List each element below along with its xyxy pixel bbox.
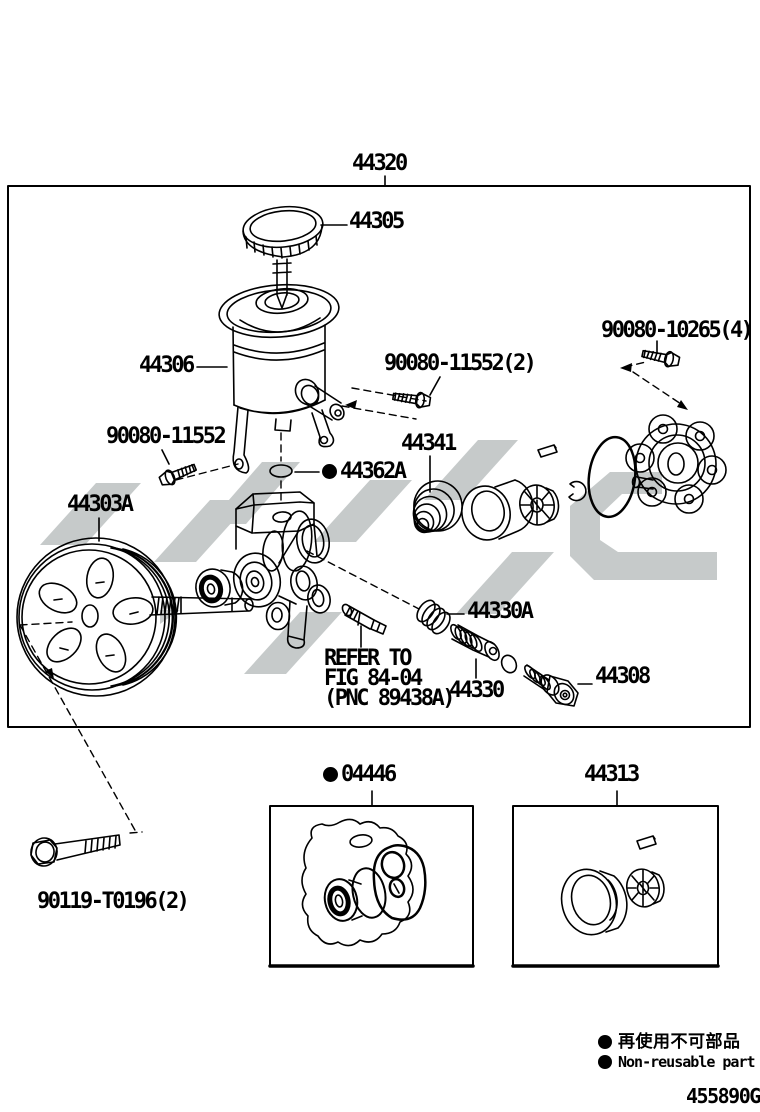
callout-front-seal-kit[interactable]: 04446 [323, 764, 397, 786]
note-refer-line2: FIG 84-04 [324, 666, 423, 691]
callout-pulley[interactable]: 44303A [67, 492, 134, 517]
bolt-90080-11552-drawing [157, 459, 199, 489]
callout-assembly[interactable]: 44320 [352, 151, 408, 176]
assembly-dashed-lines [19, 361, 688, 834]
pump-body-drawing [232, 491, 331, 649]
shaft-seal-44341-drawing [412, 480, 463, 534]
legend-non-reusable-en: Non-reusable part [598, 1053, 756, 1071]
note-refer-line1: REFER TO [324, 646, 412, 671]
valve-o-ring-drawing [500, 654, 518, 674]
pump-rotor-drawing [519, 484, 560, 526]
seal-kit-contents-drawing [301, 818, 427, 947]
note-refer-line3: (PNC 89438A) [324, 686, 455, 711]
rear-cover-drawing [625, 414, 727, 514]
callout-reservoir-bolt[interactable]: 90080-11552 [106, 424, 227, 449]
bolt-90080-10265-drawing [640, 345, 682, 370]
callout-cover-bolts[interactable]: 90080-10265(4) [601, 318, 754, 343]
non-reusable-dot [323, 767, 338, 782]
cover-o-ring-drawing [587, 435, 637, 519]
pressure-switch-drawing [341, 603, 387, 635]
callout-vane-pump-kit[interactable]: 44313 [584, 762, 640, 787]
gasket-44362A-drawing [269, 464, 293, 478]
vane-plate-drawing [537, 444, 558, 458]
non-reusable-dot [322, 464, 337, 479]
callout-reservoir[interactable]: 44306 [139, 353, 195, 378]
callout-mounting-bolt[interactable]: 90119-T0196(2) [37, 889, 190, 914]
pulley-drawing [16, 537, 178, 697]
cam-ring-drawing [461, 479, 534, 541]
callout-reservoir-bolt-pair[interactable]: 90080-11552(2) [384, 351, 537, 376]
callout-valve-spring[interactable]: 44330A [467, 599, 534, 624]
figure-code: 455890G [686, 1084, 760, 1108]
reservoir-cap-drawing [242, 205, 324, 309]
callout-shaft-seal[interactable]: 44341 [401, 431, 457, 456]
non-reusable-dot [598, 1055, 612, 1069]
pump-shaft-drawing [149, 596, 254, 616]
callout-flow-control-valve[interactable]: 44330 [449, 678, 505, 703]
watermark-logo [40, 440, 717, 674]
callout-gasket-ring[interactable]: 44362A [322, 461, 407, 483]
reservoir-drawing [218, 283, 345, 474]
large-o-ring-drawing [281, 510, 313, 572]
valve-spring-drawing [416, 599, 451, 635]
callout-cap[interactable]: 44305 [349, 209, 405, 234]
small-o-ring-drawing [262, 530, 284, 572]
flow-control-valve-drawing [450, 623, 500, 662]
main-diagram-frame [7, 185, 751, 728]
legend-non-reusable-jp: 再使用不可部品 [598, 1027, 741, 1052]
non-reusable-dot [598, 1035, 612, 1049]
vane-kit-contents-drawing [560, 835, 665, 936]
vane-kit-frame [512, 805, 719, 967]
union-bolt-drawing [523, 664, 579, 707]
mounting-bolt-drawing [30, 834, 121, 867]
snap-ring-drawing [568, 480, 587, 502]
shaft-seal-ring-drawing [195, 568, 244, 608]
leader-lines [98, 175, 658, 807]
callout-union-bolt[interactable]: 44308 [595, 664, 651, 689]
